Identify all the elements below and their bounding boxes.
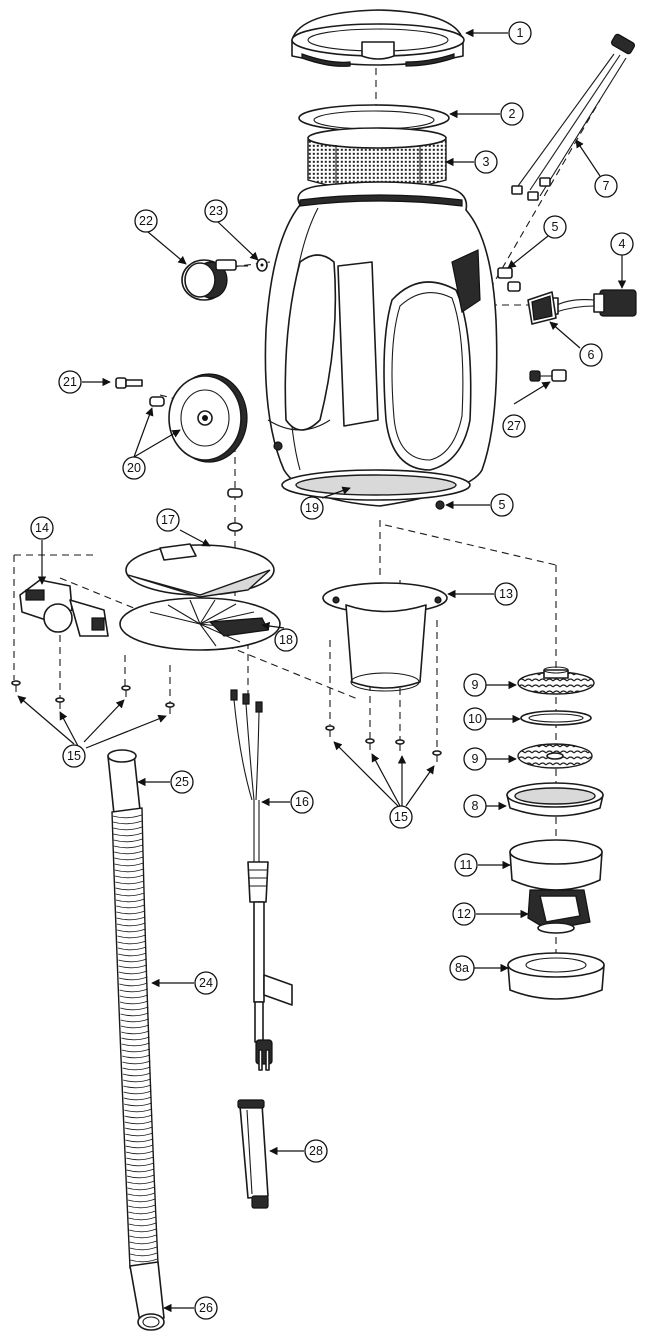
part-caster: [181, 259, 248, 301]
svg-text:22: 22: [139, 214, 153, 228]
svg-text:12: 12: [457, 907, 471, 921]
svg-text:21: 21: [63, 375, 77, 389]
callout-8a: 8a: [449, 955, 475, 981]
part-switch-harness: [547, 289, 637, 317]
svg-text:7: 7: [603, 179, 610, 193]
part-baffle-plate: [125, 488, 275, 598]
callout-16: 16: [290, 790, 314, 814]
svg-text:13: 13: [499, 587, 513, 601]
svg-text:11: 11: [460, 858, 473, 872]
svg-text:4: 4: [619, 237, 626, 251]
svg-text:27: 27: [507, 419, 521, 433]
callout-1: 1: [508, 21, 532, 45]
svg-text:16: 16: [295, 795, 309, 809]
svg-text:18: 18: [279, 633, 293, 647]
callout-18: 18: [274, 628, 298, 652]
leader-lines: [17, 28, 627, 1313]
callout-28: 28: [304, 1139, 328, 1163]
callout-14: 14: [30, 516, 54, 540]
part-wheel: [149, 373, 248, 463]
callout-15-right: 15: [389, 805, 413, 829]
svg-text:5: 5: [552, 220, 559, 234]
svg-text:15: 15: [67, 749, 81, 763]
callout-15: 15: [62, 744, 86, 768]
part-washer: [256, 258, 268, 272]
callout-6: 6: [579, 343, 603, 367]
part-motor: [509, 839, 603, 934]
part-connector-upper: [497, 267, 521, 292]
part-gasket-ring: [298, 104, 450, 132]
svg-text:20: 20: [127, 461, 141, 475]
part-screws-right: [325, 725, 442, 762]
callout-20: 20: [122, 456, 146, 480]
svg-text:9: 9: [472, 752, 479, 766]
hose-coils: [112, 814, 158, 1263]
part-fan-lower: [517, 743, 593, 769]
svg-text:2: 2: [509, 107, 516, 121]
part-filter: [307, 127, 447, 191]
part-lid: [291, 9, 465, 67]
callout-22: 22: [134, 209, 158, 233]
part-motor-foam-ring: [507, 952, 605, 1000]
svg-text:17: 17: [161, 513, 175, 527]
part-small-plug: [529, 369, 567, 382]
callout-11: 11: [454, 853, 478, 877]
callout-10: 10: [463, 707, 487, 731]
part-hose-inlet: [19, 579, 109, 637]
part-hose: [107, 749, 165, 1331]
callout-9: 9: [463, 673, 487, 697]
svg-text:15: 15: [394, 810, 408, 824]
callout-12: 12: [452, 902, 476, 926]
svg-text:5: 5: [499, 498, 506, 512]
part-cord-module: [237, 1099, 269, 1209]
svg-text:25: 25: [175, 775, 189, 789]
callout-5-lower: 5: [490, 493, 514, 517]
part-impeller-plate: [119, 597, 281, 651]
part-motor-gasket: [506, 782, 604, 817]
callout-26: 26: [194, 1296, 218, 1320]
svg-text:23: 23: [209, 204, 223, 218]
svg-text:10: 10: [468, 712, 482, 726]
part-wire-harness: [511, 33, 636, 201]
svg-text:14: 14: [35, 521, 49, 535]
callout-3: 3: [474, 150, 498, 174]
callout-13: 13: [494, 582, 518, 606]
part-screw: [115, 377, 143, 389]
callout-19: 19: [300, 496, 324, 520]
svg-text:9: 9: [472, 678, 479, 692]
svg-text:8: 8: [472, 799, 479, 813]
svg-text:6: 6: [588, 348, 595, 362]
callout-7: 7: [594, 174, 618, 198]
part-motor-housing: [322, 582, 448, 692]
svg-text:24: 24: [199, 976, 213, 990]
svg-text:1: 1: [517, 26, 524, 40]
part-cover-plate: [527, 291, 557, 325]
callout-24: 24: [194, 971, 218, 995]
part-screw-lower: [435, 500, 445, 510]
callout-4: 4: [610, 232, 634, 256]
callout-8: 8: [463, 794, 487, 818]
svg-text:8a: 8a: [455, 961, 469, 975]
callout-27: 27: [502, 414, 526, 438]
svg-text:3: 3: [483, 155, 490, 169]
callout-5: 5: [543, 215, 567, 239]
svg-text:19: 19: [305, 501, 319, 515]
svg-text:28: 28: [309, 1144, 323, 1158]
part-main-body: [264, 181, 498, 507]
callout-17: 17: [156, 508, 180, 532]
callout-9-lower: 9: [463, 747, 487, 771]
callout-21: 21: [58, 370, 82, 394]
part-fan-upper: [517, 666, 595, 695]
svg-text:26: 26: [199, 1301, 213, 1315]
part-power-cord: [230, 689, 293, 1071]
part-screws-left: [11, 680, 175, 714]
callout-2: 2: [500, 102, 524, 126]
part-spacer-ring: [520, 710, 592, 726]
callout-23: 23: [204, 199, 228, 223]
callout-25: 25: [170, 770, 194, 794]
callout-labels: 1 2 3 4 5 5 6 7 8 8a 9 9 10 11 12 13 14 …: [30, 21, 634, 1320]
